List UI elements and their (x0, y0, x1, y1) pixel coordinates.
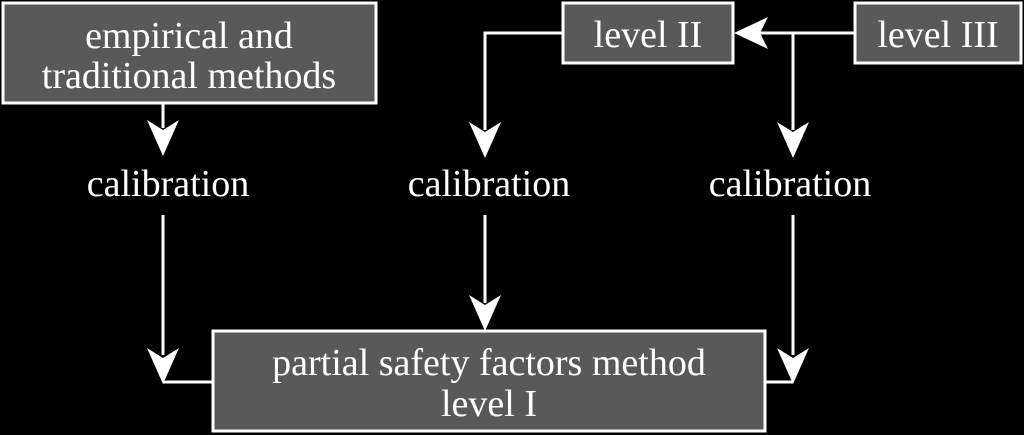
box-partial-safety-factors-line2: level I (441, 383, 537, 425)
box-empirical-methods-frame (1, 1, 378, 105)
box-level-3-label: level III (877, 14, 998, 56)
box-partial-safety-factors-line1: partial safety factors method (272, 342, 706, 384)
calibration-label-right: calibration (709, 163, 871, 205)
box-level-3: level III (853, 1, 1023, 65)
box-level-2-frame (561, 1, 735, 65)
box-empirical-methods-line2: traditional methods (42, 55, 336, 97)
calibration-label-left: calibration (87, 163, 249, 205)
arrowhead-middle-calibration (469, 122, 501, 158)
connector-level2-to-middle-calibration (483, 31, 563, 130)
arrowhead-left-down (147, 348, 179, 384)
arrowhead-right-calibration (777, 122, 809, 158)
box-level-3-frame (853, 1, 1023, 65)
arrowhead-left-calibration (147, 120, 179, 156)
box-level-2: level II (561, 1, 735, 65)
arrowhead-into-partial-top (469, 295, 501, 331)
arrowhead-right-down (777, 348, 809, 384)
arrowhead-into-level2 (734, 17, 768, 49)
calibration-label-middle: calibration (408, 163, 570, 205)
box-partial-safety-factors: partial safety factors method level I (211, 329, 767, 433)
box-empirical-methods: empirical and traditional methods (1, 1, 378, 105)
box-level-2-label: level II (594, 14, 703, 56)
box-empirical-methods-line1: empirical and (85, 15, 293, 57)
